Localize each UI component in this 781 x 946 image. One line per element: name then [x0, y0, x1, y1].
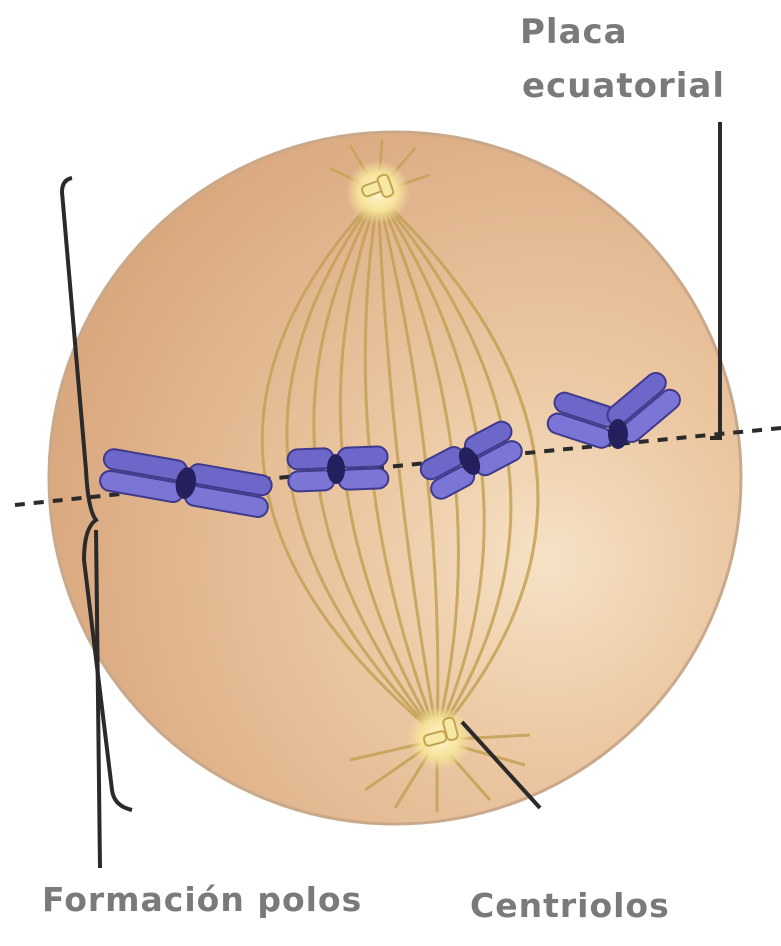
- placa-ecuatorial-label-line2: ecuatorial: [522, 66, 725, 106]
- centriolos-label: Centriolos: [470, 886, 670, 925]
- placa-ecuatorial-label-line1: Placa: [520, 12, 628, 52]
- centrosome-top: [346, 160, 410, 224]
- centrosome-bottom: [408, 706, 472, 770]
- formacion-polos-label: Formación polos: [42, 880, 362, 919]
